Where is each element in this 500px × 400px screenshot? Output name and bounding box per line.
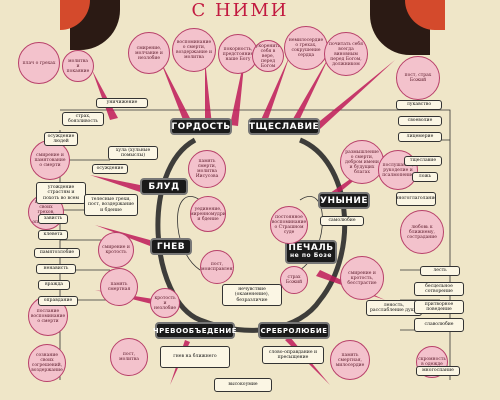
passion-avarice: СРЕБРОЛЮБИЕ (258, 322, 330, 339)
passion-sorrow-label: ПЕЧАЛЬ (288, 243, 334, 253)
passion-sorrow: ПЕЧАЛЬ не по Бозе (285, 240, 337, 264)
virtue-bubble: память смертная, милосердие (330, 340, 370, 380)
vice-box: клевета (38, 230, 68, 240)
vice-box: своеволие (398, 116, 442, 126)
virtue-bubble: смирение и памятование о смерти (30, 140, 70, 180)
virtue-bubble: покорность, предстояние наше Богу (218, 34, 258, 74)
passion-despondency: УНЫНИЕ (318, 192, 370, 209)
virtue-bubble: кротость и незлобие (150, 288, 180, 318)
virtue-bubble: молитва и покаяние (62, 50, 94, 82)
vice-box: притворное поведение (414, 300, 464, 314)
vice-box: тщеславие (404, 156, 442, 166)
vice-box: самолюбие (320, 216, 364, 226)
virtue-bubble: уединение, смиренномудрие и бдение (190, 196, 226, 232)
virtue-bubble: смирение и кротость, бесстрастие (340, 256, 384, 300)
virtue-bubble: немилосердие о грехах, сокрушение сердца (284, 26, 328, 70)
virtue-bubble: размышление о смерти, добром имени и буд… (340, 140, 384, 184)
page-title: С НИМИ (191, 0, 289, 21)
vice-box: гнев на ближнего (160, 346, 230, 368)
passion-gluttony: ЧРЕВООБЪЕДЕНИЕ (153, 322, 237, 339)
vice-box: хула (хульные помыслы) (108, 146, 158, 160)
virtue-bubble: память смерти, молитва Иисусова (188, 150, 226, 188)
virtue-bubble: пост, страх Божий (396, 56, 440, 100)
vice-box: страх, боязливость (62, 112, 104, 126)
vice-box: осуждение людей (44, 132, 78, 146)
vice-box: лукавство (396, 100, 442, 110)
vice-box: памятозлобие (34, 248, 80, 258)
virtue-bubble: постоянное воспоминание о Страшном суде (270, 206, 308, 244)
passion-vainglory: ТЩЕСЛАВИЕ (248, 118, 320, 135)
vice-box: оправдание (38, 296, 78, 306)
vice-box: ложь (412, 172, 438, 182)
passion-anger: ГНЕВ (150, 238, 192, 255)
vice-box: вражда (38, 280, 70, 290)
vice-box: многоспание (416, 366, 460, 376)
vice-box: зависть (38, 214, 68, 224)
virtue-bubble: память смертная (100, 268, 138, 306)
virtue-bubble: любовь к ближнему, сострадание (400, 210, 444, 254)
vice-box: многоглаголание (396, 192, 436, 206)
vice-box: телесные грехи, пост, воздержание и бден… (84, 194, 138, 216)
passion-fornication: БЛУД (140, 178, 188, 195)
passion-pride: ГОРДОСТЬ (170, 118, 232, 135)
virtue-bubble: страх Божий (280, 266, 308, 294)
virtue-bubble: почитать себя всегда виновным перед Бого… (324, 32, 368, 76)
vice-box: лесть (420, 266, 460, 276)
virtue-bubble: плач о грехах (18, 42, 60, 84)
virtue-bubble: смирение, молчание и незлобие (128, 32, 170, 74)
vice-box: лицемерие (398, 132, 442, 142)
virtue-bubble: воспоминание о смерти, воздержание и мол… (172, 28, 216, 72)
virtue-bubble: сознание своих согрешений, воздержание (28, 344, 66, 382)
vice-box: высокоумие (214, 378, 272, 392)
vice-box: нечувствие (окаменение), безразличие (222, 284, 282, 306)
virtue-bubble: смирение и кротость (98, 232, 134, 268)
vice-box: бесцельное сотворение (414, 282, 464, 296)
vice-box: слово-оправдание и пресыщение (262, 346, 324, 364)
vice-box: леность, расслабление души (366, 300, 422, 316)
vice-box: осуждение (92, 164, 128, 174)
virtue-bubble: пост, самоисправление (200, 250, 234, 284)
passion-sorrow-sublabel: не по Бозе (290, 252, 332, 259)
vice-box: ненависть (36, 264, 76, 274)
virtue-bubble: пост, молитва (110, 338, 148, 376)
vice-box: угождение страстям и похоть во всем (36, 182, 86, 204)
vice-box: уничижение (96, 98, 148, 108)
vice-box: славолюбие (414, 318, 464, 332)
virtue-bubble: укоренить себя в вере, перед Богом (252, 40, 284, 72)
